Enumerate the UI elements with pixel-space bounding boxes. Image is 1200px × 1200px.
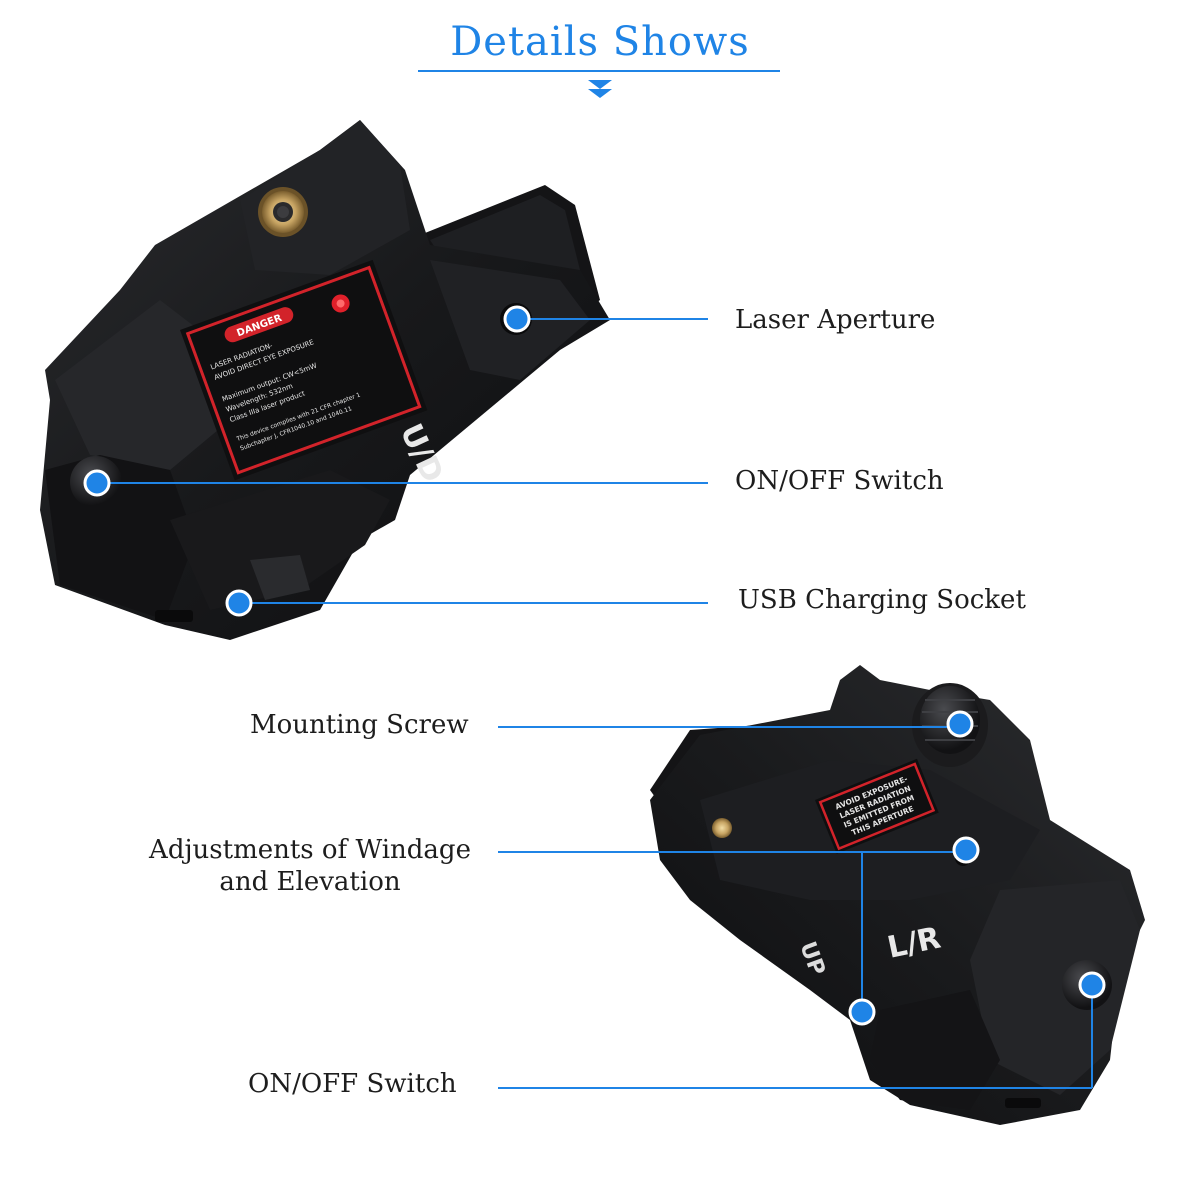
bottom-warning-label: AVOID EXPOSURE- LASER RADIATION IS EMITT… — [815, 758, 939, 854]
brass-screw-icon — [258, 187, 308, 237]
marker-dot-icon — [946, 710, 974, 738]
callout-lines — [97, 318, 1093, 1089]
callout-laser-aperture: Laser Aperture — [735, 305, 936, 335]
callout-mounting-screw: Mounting Screw — [250, 710, 469, 740]
chevron-down-icon — [588, 80, 612, 98]
title-underline — [418, 70, 780, 72]
marker-dot-icon — [952, 836, 980, 864]
marker-dot-icon — [83, 469, 111, 497]
callout-on-off-switch-top: ON/OFF Switch — [735, 466, 944, 496]
top-laser-device: DANGER LASER RADIATION- AVOID DIRECT EYE… — [40, 120, 610, 640]
callout-on-off-switch-bottom: ON/OFF Switch — [248, 1069, 457, 1099]
callout-windage-elevation: Adjustments of Windage and Elevation — [140, 834, 480, 898]
marker-dot-icon — [503, 305, 531, 333]
page-title: Details Shows — [450, 19, 750, 65]
marker-dot-icon — [1078, 971, 1106, 999]
callout-windage-line-2: and Elevation — [219, 867, 401, 897]
callout-markers — [83, 305, 1106, 1026]
top-warning-label: DANGER LASER RADIATION- AVOID DIRECT EYE… — [180, 259, 428, 481]
marker-dot-icon — [848, 998, 876, 1026]
callout-windage-line-1: Adjustments of Windage — [149, 835, 471, 865]
callout-usb-charging-socket: USB Charging Socket — [738, 585, 1026, 615]
marker-dot-icon — [225, 589, 253, 617]
bottom-laser-device: AVOID EXPOSURE- LASER RADIATION IS EMITT… — [650, 665, 1145, 1125]
